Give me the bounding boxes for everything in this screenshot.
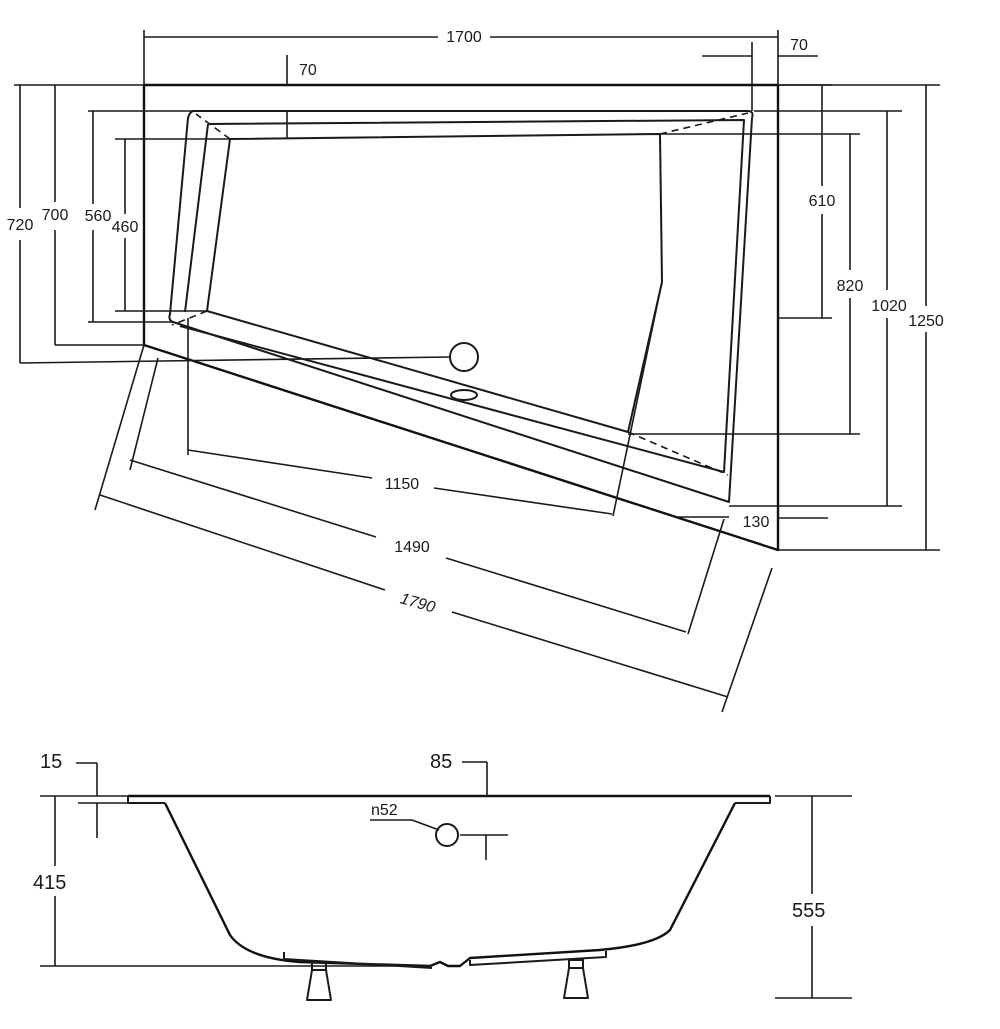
dim-total-height: 555 <box>792 900 825 922</box>
dim-bottom-1150: 1150 <box>385 476 420 493</box>
overflow-hole <box>450 389 478 401</box>
tub-basin-bottom <box>206 133 663 433</box>
dim-edge-top: 70 <box>299 62 317 79</box>
tub-basin-rim <box>168 110 754 503</box>
dim-bottom-offset: 130 <box>743 514 770 531</box>
dim-right-610: 610 <box>809 193 836 210</box>
dim-line-1150 <box>187 449 373 479</box>
overflow-hole-side <box>435 823 459 847</box>
tub-side-foot-plate-left <box>283 952 433 969</box>
slope-line <box>195 113 231 140</box>
dim-right-820: 820 <box>837 278 864 295</box>
dim-left-720: 720 <box>7 217 34 234</box>
overflow-leader <box>411 819 440 831</box>
slope-line <box>171 310 208 326</box>
dim-line-1150 <box>433 487 613 515</box>
extension-line <box>721 567 773 713</box>
drain-hole <box>449 342 479 372</box>
dim-left-700: 700 <box>42 207 69 224</box>
dim-bottom-1790: 1790 <box>398 590 437 616</box>
dim-line-1790 <box>99 494 386 591</box>
tub-side-rim-right <box>735 796 771 804</box>
top-view: 1700 70 70 720 700 560 460 <box>7 29 944 713</box>
tub-basin-inner-line <box>179 119 745 473</box>
dim-drain-offset: 85 <box>430 751 452 773</box>
dim-left-560: 560 <box>85 208 112 225</box>
dim-right-1250: 1250 <box>908 313 944 330</box>
extension-line <box>612 281 663 517</box>
tub-outer-outline <box>142 83 780 552</box>
dim-overall-width: 1700 <box>446 29 482 46</box>
tub-foot-right <box>563 959 589 999</box>
dim-line-1790 <box>451 611 729 698</box>
tub-side-body <box>163 802 737 968</box>
slope-line <box>659 112 749 135</box>
dim-bottom-1490: 1490 <box>394 539 430 556</box>
extension-line <box>94 344 145 511</box>
dim-edge-right: 70 <box>790 37 808 54</box>
extension-line <box>687 518 725 635</box>
dim-line-1490 <box>129 459 377 538</box>
tub-basin-left-wall <box>184 123 209 313</box>
side-view: n52 15 85 415 555 <box>33 751 852 1001</box>
drain-leader-line <box>19 356 451 364</box>
tub-side-foot-plate-right <box>469 951 607 966</box>
dim-right-1020: 1020 <box>871 298 907 315</box>
dim-rim: 15 <box>40 751 62 773</box>
dim-line-1490 <box>445 557 687 633</box>
extension-line <box>129 357 159 471</box>
dim-left-460: 460 <box>112 219 139 236</box>
tub-foot-left <box>306 961 332 1001</box>
slope-line <box>627 431 729 476</box>
dim-depth: 415 <box>33 872 66 894</box>
dim-overflow-label: n52 <box>371 802 398 819</box>
